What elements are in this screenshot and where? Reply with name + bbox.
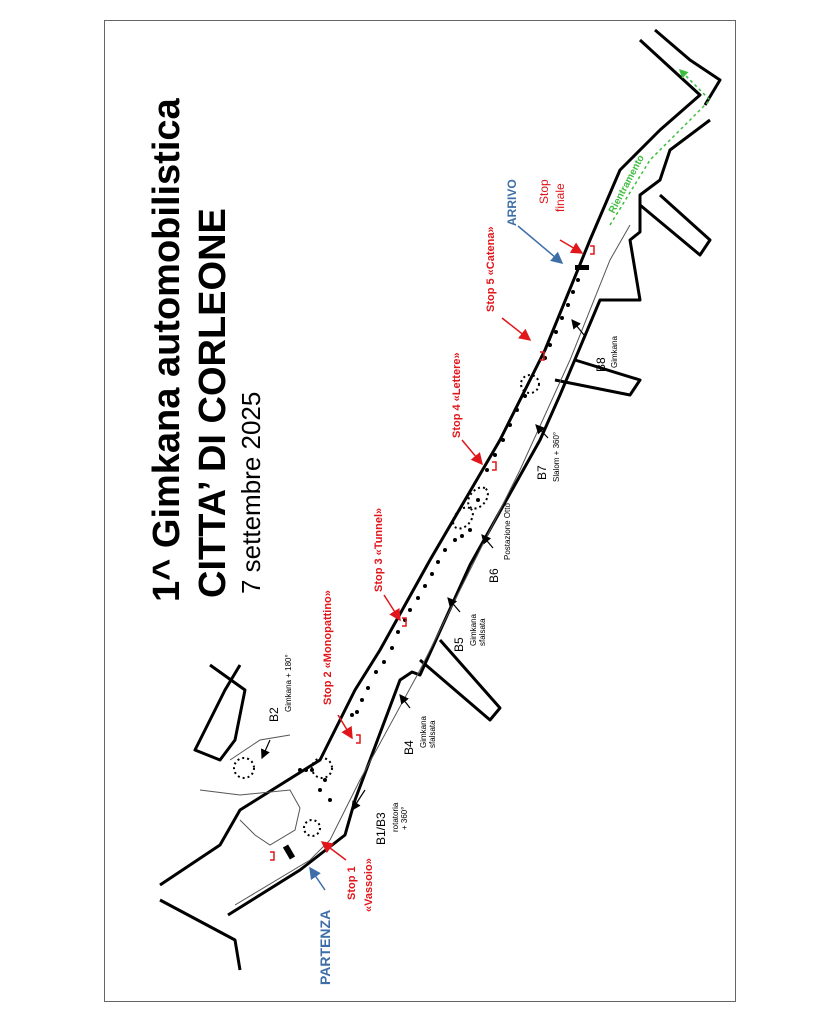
b7-code: B7: [535, 465, 549, 480]
stop-3-label: Stop 3 «Tunnel»: [373, 508, 385, 592]
main-road-lower-edge: [227, 118, 711, 917]
station-labels: B1/B3 rotatoria + 360° B2 Gimkana + 180°…: [267, 335, 619, 845]
b5-desc2: sfalsata: [478, 618, 487, 646]
b6-code: B6: [487, 568, 501, 583]
b2-code: B2: [267, 707, 281, 722]
left-branch-road: [193, 663, 247, 762]
figure-eight-course: [452, 486, 489, 530]
start-finish-pointers: [309, 225, 564, 891]
top-right-road: [654, 28, 722, 106]
page-frame: [104, 20, 736, 1002]
b1b3-desc2: + 360°: [400, 807, 409, 830]
course-cones: [298, 278, 580, 802]
stop-final-line2: finale: [553, 183, 567, 212]
stop-1-sub: «Vassoio»: [363, 858, 375, 912]
stop-final-label: Stop finale: [537, 179, 567, 212]
stop-4-label: Stop 4 «Lettere»: [451, 352, 463, 438]
b1b3-desc1: rotatoria: [391, 802, 400, 832]
stop-pointers: [320, 239, 584, 861]
start-finish-labels: PARTENZA ARRIVO: [317, 179, 519, 985]
reentry-path: [609, 68, 712, 226]
roundabout-loops: [233, 757, 333, 837]
stop-2-label: Stop 2 «Monopattino»: [322, 590, 334, 705]
start-line: [282, 844, 296, 860]
inner-outlines: [199, 224, 631, 906]
b8-code: B8: [594, 357, 608, 372]
b1b3-code: B1/B3: [374, 812, 388, 845]
b8-desc1: Gimkana: [610, 335, 619, 368]
lower-left-road: [159, 898, 242, 971]
stop-brackets: [270, 245, 595, 861]
slalom-loop: [520, 374, 540, 394]
side-road-b8: [554, 358, 642, 397]
stop-final-line1: Stop: [537, 179, 551, 204]
b7-desc1: Slalom + 360°: [552, 432, 561, 482]
b5-code: B5: [452, 637, 466, 652]
stop-1-label: Stop 1: [346, 866, 358, 900]
stop-labels: Stop 1 «Vassoio» Stop 2 «Monopattino» St…: [322, 226, 497, 912]
b5-desc1: Gimkana: [469, 613, 478, 646]
finish-line: [575, 265, 589, 270]
b4-code: B4: [402, 740, 416, 755]
partenza-label: PARTENZA: [317, 910, 333, 985]
b4-desc1: Gimkana: [419, 715, 428, 748]
main-road-upper-edge: [159, 38, 702, 887]
b2-desc1: Gimkana + 180°: [284, 654, 293, 712]
b6-desc1: Postazione Otto: [503, 503, 512, 560]
b4-desc2: sfalsata: [428, 720, 437, 748]
side-road-b5: [419, 639, 502, 722]
station-pointers: [261, 319, 585, 812]
exit-road: [639, 193, 712, 257]
arrivo-label: ARRIVO: [505, 179, 519, 226]
stop-5-label: Stop 5 «Catena»: [485, 226, 497, 312]
